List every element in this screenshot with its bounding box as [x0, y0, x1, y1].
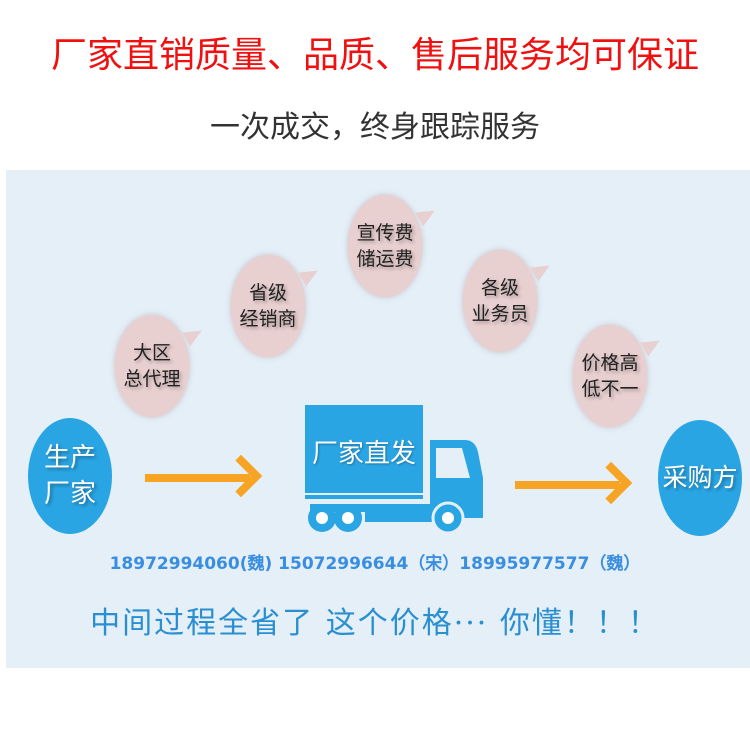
contact-phones: 18972994060(魏) 15072996644（宋）18995977577…: [109, 554, 641, 574]
start-line-2: 厂家: [43, 479, 96, 509]
bubble-text: 储运费: [356, 248, 414, 270]
bubble-provincial-dealer: 省级经销商: [231, 255, 305, 357]
bubble-regional-agent: 大区总代理: [115, 315, 189, 417]
bubble-salespeople: 各级业务员: [463, 250, 537, 352]
truck-icon: [305, 405, 483, 535]
truck-label: 厂家直发: [311, 439, 416, 469]
bubble-text: 业务员: [471, 303, 529, 325]
bubble-text: 宣传费: [356, 222, 414, 244]
arrow-right-icon: [145, 474, 250, 482]
bubble-text: 各级: [480, 277, 519, 299]
end-circle: 采购方: [658, 420, 742, 536]
bubble-text: 经销商: [239, 308, 297, 330]
bubble-text: 低不一: [581, 378, 639, 400]
arrow-right-icon: [515, 481, 620, 489]
headline: 厂家直销质量、品质、售后服务均可保证: [50, 35, 699, 76]
end-label: 采购方: [662, 463, 738, 492]
bubble-text: 价格高: [581, 352, 639, 374]
bubble-text: 总代理: [123, 368, 181, 390]
start-circle: 生产 厂家: [28, 418, 112, 534]
subheadline: 一次成交，终身跟踪服务: [210, 110, 540, 145]
bubble-price-varies: 价格高低不一: [573, 325, 647, 427]
bubble-costs: 宣传费储运费: [348, 195, 422, 297]
start-line-1: 生产: [43, 443, 96, 473]
bubble-text: 大区: [132, 342, 171, 364]
bubble-text: 省级: [248, 282, 287, 304]
slogan: 中间过程全省了 这个价格··· 你懂！！！: [90, 606, 660, 641]
